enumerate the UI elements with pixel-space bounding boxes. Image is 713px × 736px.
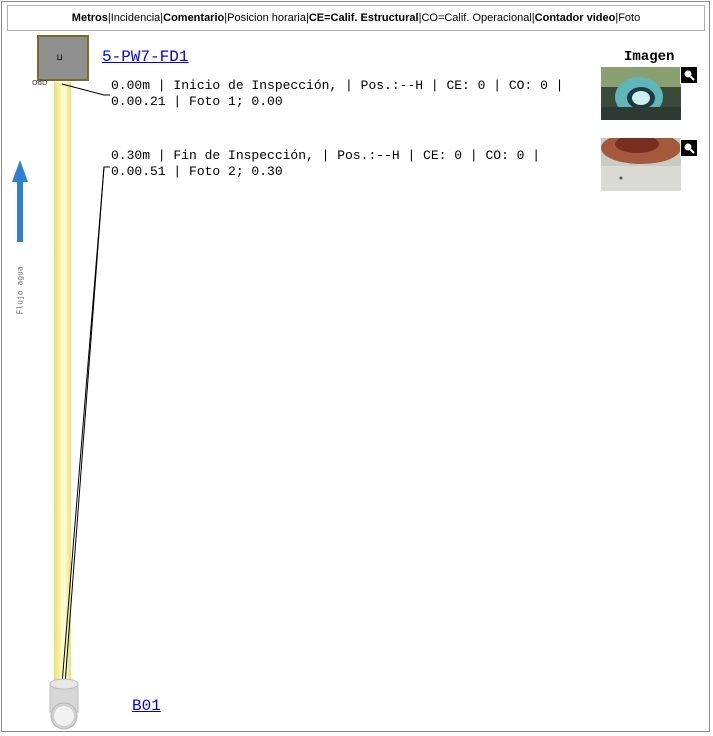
photo-2-image [601, 138, 681, 191]
cylinder-icon [49, 678, 79, 730]
top-manhole-link[interactable]: 5-PW7-FD1 [102, 48, 189, 66]
photo-1-thumbnail[interactable] [601, 67, 681, 120]
legend-separator: | [160, 12, 164, 24]
observation-1-line1: 0.00m | Inicio de Inspección, | Pos.:--H… [111, 78, 564, 93]
legend-separator: | [224, 12, 228, 24]
image-column-header: Imagen [624, 49, 675, 65]
magnifier-icon[interactable] [680, 66, 698, 84]
legend-contador: Contador video [534, 12, 616, 24]
legend-comentario: Comentario [163, 12, 225, 24]
leader-line-1 [61, 83, 110, 96]
top-manhole-icon[interactable]: ⊔ [37, 35, 89, 81]
legend-separator: | [615, 12, 619, 24]
legend-separator: | [107, 12, 111, 24]
observation-2: 0.30m | Fin de Inspección, | Pos.:--H | … [111, 148, 540, 180]
arrow-up-icon [12, 160, 28, 242]
legend-separator: | [531, 12, 535, 24]
pipe-highlight [61, 82, 63, 688]
manhole-symbol: ⊔ [57, 53, 63, 63]
photo-2-thumbnail[interactable] [601, 138, 681, 191]
magnifier-icon[interactable] [680, 139, 698, 157]
legend-posicion: Posicion horaria [227, 12, 306, 24]
legend-separator: | [305, 12, 309, 24]
bottom-manhole-icon[interactable] [48, 678, 80, 730]
photo-1-image [601, 67, 681, 120]
legend-separator: | [418, 12, 422, 24]
legend-metros: Metros [71, 12, 108, 24]
observation-1: 0.00m | Inicio de Inspección, | Pos.:--H… [111, 78, 563, 110]
legend-incidencia: Incidencia [110, 12, 161, 24]
leader-line-2b [64, 166, 105, 685]
legend-ce: CE=Calif. Estructural [308, 12, 419, 24]
bottom-manhole-link[interactable]: B01 [132, 697, 161, 715]
observation-2-line1: 0.30m | Fin de Inspección, | Pos.:--H | … [111, 148, 541, 163]
flow-direction [11, 160, 29, 247]
observation-1-line2: 0.00.21 | Foto 1; 0.00 [111, 94, 283, 109]
leader-line-2 [61, 166, 110, 685]
manhole-small-label: OdD [32, 79, 48, 87]
legend-co: CO=Calif. Operacional [421, 12, 532, 24]
legend-foto: Foto [618, 12, 641, 24]
legend-bar: Metros | Incidencia | Comentario | Posic… [7, 5, 705, 31]
observation-2-line2: 0.00.51 | Foto 2; 0.30 [111, 164, 283, 179]
